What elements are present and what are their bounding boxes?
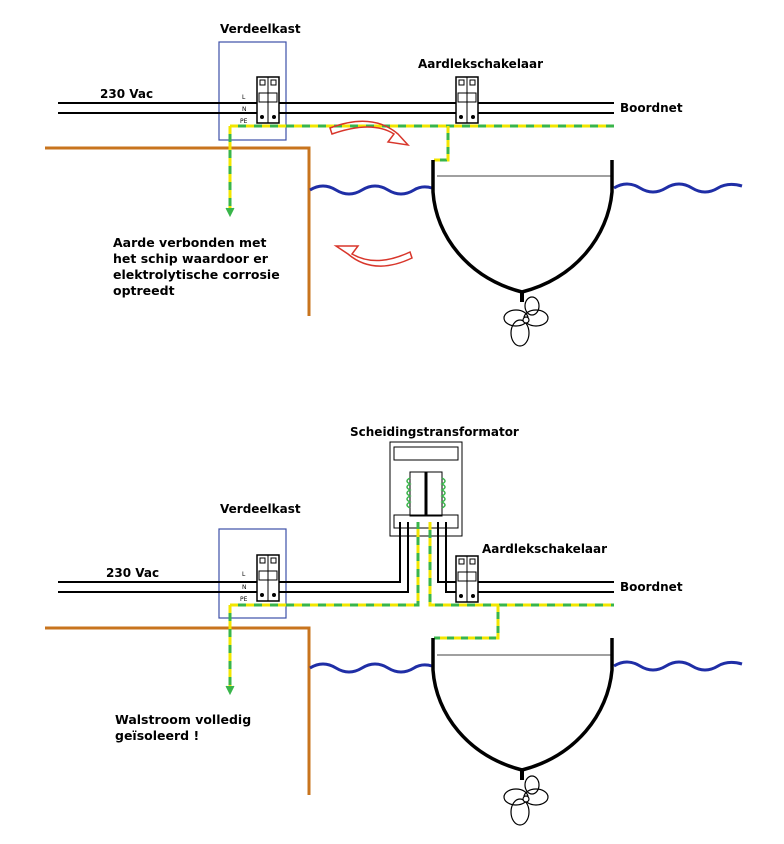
- terminal-label-pe: PE: [240, 118, 248, 125]
- ship-wire-n: [445, 522, 614, 593]
- distribution-box-label: Verdeelkast: [220, 22, 301, 36]
- earth-wire-hull-dash: [434, 605, 500, 640]
- supply-voltage-label: 230 Vac: [106, 566, 159, 580]
- earth-wire-hull: [434, 605, 500, 640]
- water-wave-icon: [613, 660, 743, 672]
- quay-icon: [45, 626, 311, 795]
- boat-hull-icon: [431, 638, 614, 780]
- distribution-box-icon: [218, 41, 287, 141]
- ship-grid-label: Boordnet: [620, 101, 683, 115]
- earth-ground-arrow: [225, 685, 235, 696]
- bottom-diagram: Verdeelkast L N PE 230 Vac Boordnet: [45, 425, 743, 826]
- terminal-label-n: N: [242, 584, 247, 591]
- terminal-label-pe: PE: [240, 596, 248, 603]
- earth-ground-arrow: [225, 207, 235, 218]
- corrosion-note-line-1: Aarde verbonden met: [113, 235, 266, 250]
- water-wave-icon: [613, 182, 743, 194]
- rcd-switch-icon: [256, 76, 280, 124]
- isolation-note-line-2: geïsoleerd !: [115, 728, 199, 743]
- supply-voltage-label: 230 Vac: [100, 87, 153, 101]
- transformer-label: Scheidingstransformator: [350, 425, 519, 439]
- water-wave-icon: [309, 184, 433, 196]
- rcd-label: Aardlekschakelaar: [482, 542, 607, 556]
- earth-wire-ship-dash: [428, 522, 614, 607]
- corrosion-arrow-icon: [329, 120, 410, 147]
- terminal-label-n: N: [242, 106, 247, 113]
- earth-wire-ship-dash: [434, 126, 450, 162]
- isolation-transformer-icon: [389, 441, 463, 537]
- terminal-label-l: L: [242, 94, 246, 101]
- boat-hull-icon: [431, 160, 614, 302]
- ship-wire-l: [437, 522, 614, 583]
- distribution-box-icon: [218, 528, 287, 619]
- earth-wire-shore-dash: [230, 522, 420, 607]
- rcd-switch-icon: [256, 554, 280, 602]
- rcd-switch-icon: [455, 555, 479, 603]
- corrosion-note-line-4: optreedt: [113, 283, 175, 298]
- terminal-label-l: L: [242, 571, 246, 578]
- rcd-label: Aardlekschakelaar: [418, 57, 543, 71]
- corrosion-note-line-3: elektrolytische corrosie: [113, 267, 280, 282]
- supply-wire-n: [58, 522, 409, 593]
- rcd-switch-icon: [455, 76, 479, 124]
- top-diagram: Verdeelkast L N PE 230 Vac Boordnet: [45, 22, 743, 347]
- water-wave-icon: [309, 662, 433, 674]
- quay-icon: [45, 146, 311, 316]
- supply-wire-l: [58, 522, 401, 583]
- distribution-box-label: Verdeelkast: [220, 502, 301, 516]
- propeller-icon: [503, 296, 549, 347]
- ship-grid-label: Boordnet: [620, 580, 683, 594]
- corrosion-arrow-icon: [333, 245, 413, 267]
- corrosion-note-line-2: het schip waardoor er: [113, 251, 269, 266]
- isolation-note-line-1: Walstroom volledig: [115, 712, 251, 727]
- propeller-icon: [503, 775, 549, 826]
- earth-wire-ship: [434, 126, 450, 162]
